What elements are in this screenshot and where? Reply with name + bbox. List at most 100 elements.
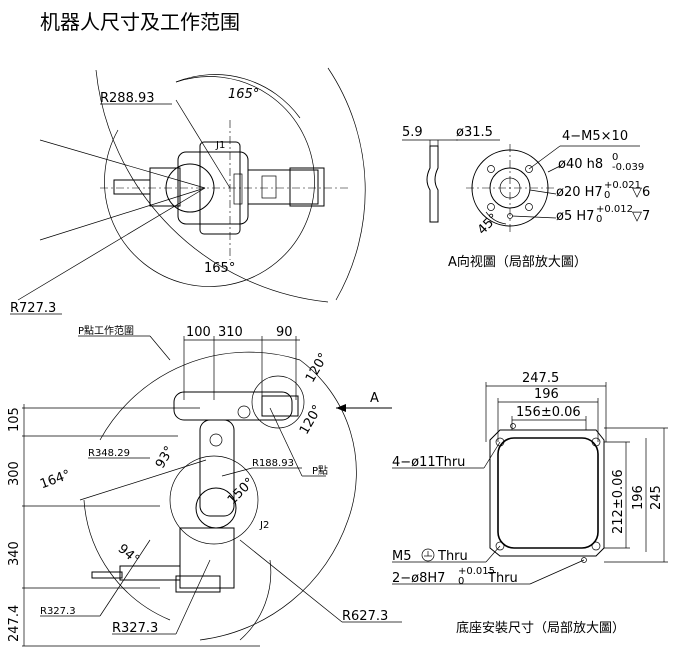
label-p-point: P點 <box>312 464 328 477</box>
detail-slot-2 <box>261 175 277 199</box>
ground-icon <box>421 548 435 562</box>
label-thru: Thru <box>437 549 468 564</box>
flange-caption: A向视圖（局部放大圖） <box>448 254 587 270</box>
label-120-right: 120° <box>297 403 326 438</box>
inner-arc-bottom <box>239 559 272 641</box>
label-r727: R727.3 <box>10 301 56 316</box>
label-j1: J1 <box>215 140 225 151</box>
label-angle-bottom: 165° <box>204 261 235 276</box>
label-45: 45° <box>475 211 502 238</box>
detail-slot-1 <box>233 173 243 205</box>
inner-reach-arc-top <box>175 74 301 119</box>
label-120-top: 120° <box>303 351 332 386</box>
label-v300: 300 <box>7 461 22 486</box>
label-164: 164° <box>38 467 73 492</box>
label-dia-5-tol-u: +0.012 <box>596 204 633 215</box>
forearm <box>247 169 319 205</box>
radius-leader-inner <box>175 99 231 189</box>
label-dia-5: ø5 H7 <box>556 209 594 224</box>
flange-bolt-hole <box>525 165 533 173</box>
label-dia-40-tol-u: 0 <box>612 152 618 163</box>
lower-arm <box>199 419 235 517</box>
base-plate-inner <box>497 437 599 549</box>
label-dia-20-depth: ▽6 <box>632 185 650 200</box>
flange-view: 5.9 ø31.5 4−M5×10 ø40 h8 0 -0.039 ø20 <box>402 125 650 270</box>
label-pin-tol-l: 0 <box>458 576 464 587</box>
base-plate <box>175 575 221 593</box>
label-r327-small: R327.3 <box>40 606 76 617</box>
label-h212: 212±0.06 <box>611 469 626 534</box>
label-dia-40: ø40 h8 <box>558 157 603 172</box>
cable-plug <box>91 571 123 579</box>
label-dia-40-tol-l: -0.039 <box>612 162 644 173</box>
label-pin-tol-u: +0.015 <box>458 566 495 577</box>
label-dia-5-tol-l: 0 <box>596 214 602 225</box>
cable-connector <box>113 179 151 195</box>
label-v340: 340 <box>7 541 22 566</box>
label-310: 310 <box>218 325 243 340</box>
label-work-range: P點工作范圍 <box>78 324 134 337</box>
label-h245: 245 <box>649 485 664 510</box>
base-pin-hole <box>581 557 587 563</box>
label-h196: 196 <box>631 485 646 510</box>
label-r327-large: R327.3 <box>112 621 158 636</box>
label-thickness: 5.9 <box>402 125 423 140</box>
label-pin-holes: 2−ø8H7 <box>392 571 445 586</box>
label-v105: 105 <box>7 407 22 432</box>
label-r627: R627.3 <box>342 609 388 624</box>
label-150: 150° <box>225 475 258 508</box>
base-pin-hole <box>510 423 516 429</box>
side-view: 105 300 340 247.4 100 310 90 P點工作范圍 120°… <box>7 324 402 647</box>
base-column <box>179 527 235 589</box>
label-w196: 196 <box>534 387 559 402</box>
label-w156: 156±0.06 <box>516 405 581 420</box>
arm-link <box>199 141 241 235</box>
label-r348: R348.29 <box>88 448 130 459</box>
flange-bolt-hole <box>525 203 533 211</box>
outer-arc-bottom <box>199 519 349 641</box>
base-view: 247.5 196 156±0.06 212±0.06 196 245 4−ø1… <box>392 371 668 636</box>
wrist-reach-circle <box>251 375 305 429</box>
label-94: 94° <box>115 541 142 567</box>
inner-reach-arc <box>104 76 315 287</box>
outer-reach-arc <box>95 69 329 303</box>
label-90: 90 <box>276 325 293 340</box>
top-view: R288.93 165° 165° J1 R727.3 <box>10 67 366 316</box>
label-a: A <box>370 391 379 406</box>
p-work-range-arc-right <box>299 359 357 521</box>
flange-bolt-hole <box>487 165 495 173</box>
j1-circle <box>165 163 215 213</box>
j2-reach-circle <box>169 455 259 545</box>
label-w247: 247.5 <box>522 371 559 386</box>
label-dia-20-tol-u: +0.021 <box>604 180 641 191</box>
flange-side-profile <box>426 145 439 223</box>
p-work-range-arc <box>99 351 301 441</box>
base-caption: 底座安裝尺寸（局部放大圖） <box>456 620 625 636</box>
flange-bolt-hole <box>487 203 495 211</box>
label-v247: 247.4 <box>7 605 22 642</box>
label-93: 93° <box>153 444 178 471</box>
label-dia-20: ø20 H7 <box>556 185 603 200</box>
base-mount-hole <box>495 437 505 447</box>
outer-reach-arc-right <box>327 67 366 301</box>
label-dia-5-depth: ▽7 <box>632 209 650 224</box>
cable-outlet <box>119 565 181 581</box>
base-plate-outer <box>489 429 605 557</box>
wrist-unit <box>261 395 299 417</box>
upper-arm <box>173 391 293 421</box>
radius-leader-outer <box>17 187 206 301</box>
label-j2: J2 <box>259 520 269 531</box>
base-mount-hole <box>591 541 601 551</box>
label-hole-spec: 4−M5×10 <box>562 129 628 144</box>
label-holes-11: 4−ø11Thru <box>392 455 465 470</box>
label-r288: R288.93 <box>100 91 155 106</box>
label-pin-thru: Thru <box>487 571 518 586</box>
label-r188: R188.93 <box>252 458 294 469</box>
label-100: 100 <box>186 325 211 340</box>
label-m5: M5 <box>392 549 412 564</box>
base-mount-hole <box>495 541 505 551</box>
base-mount-hole <box>591 437 601 447</box>
page-title: 机器人尺寸及工作范围 <box>40 10 240 34</box>
